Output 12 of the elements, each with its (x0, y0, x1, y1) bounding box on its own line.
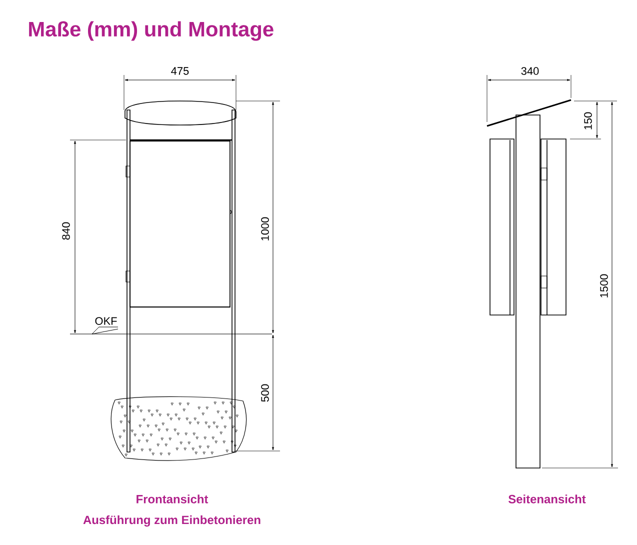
dimension-label: 840 (62, 222, 70, 240)
dimension-label: 1000 (261, 217, 269, 240)
dimension-label: 1500 (600, 274, 608, 298)
dimension-label: 475 (171, 67, 189, 75)
level-label: OKF (95, 317, 117, 325)
view-caption: Seitenansicht (508, 494, 586, 504)
dimension-label: 150 (584, 112, 592, 130)
dimension-label: 500 (261, 384, 269, 402)
view-caption: Frontansicht (136, 494, 208, 504)
view-caption: Ausführung zum Einbetonieren (83, 515, 260, 527)
title: Maße (mm) und Montage (29, 21, 274, 41)
dimension-label: 340 (521, 67, 539, 75)
